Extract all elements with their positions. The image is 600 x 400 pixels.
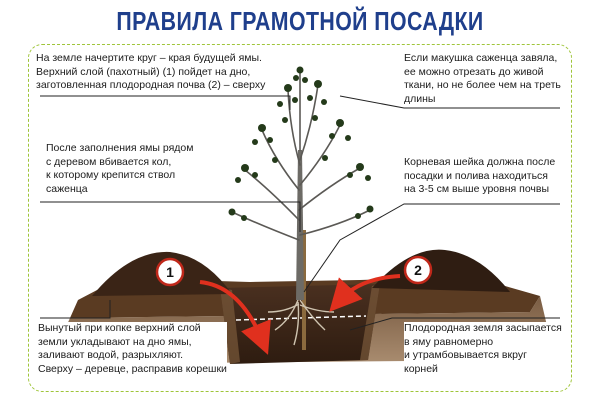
leader-middle-left	[40, 201, 301, 232]
marker-1-badge: 1	[155, 257, 185, 287]
note-line: После заполнения ямы рядом	[46, 142, 194, 154]
soil-pile-2	[372, 249, 510, 292]
leader-top-right	[339, 95, 560, 109]
leader-top-left	[40, 95, 291, 110]
page-title: ПРАВИЛА ГРАМОТНОЙ ПОСАДКИ	[116, 6, 484, 36]
note-line: ее можно отрезать до живой	[404, 65, 544, 78]
note-line: заготовленная плодородная почва (2) – св…	[36, 79, 266, 91]
tree-branches	[231, 69, 371, 241]
note-line: Плодородная земля засыпается	[404, 322, 562, 334]
support-stake	[302, 230, 306, 350]
note-line: длины	[404, 92, 436, 105]
dashed-frame	[28, 44, 572, 392]
tree-roots	[267, 299, 335, 346]
note-bottom-left: Вынутый при копке верхний слой земли укл…	[38, 322, 227, 376]
note-line: в яму равномерно	[404, 335, 494, 348]
note-line: ткани, но не более чем на треть	[404, 79, 561, 91]
note-line: Сверху – деревце, расправив корешки	[38, 362, 227, 375]
note-line: саженца	[46, 182, 88, 195]
tree-leaves	[228, 66, 374, 221]
arrow-pile-2	[329, 274, 401, 312]
note-line: корней	[404, 362, 438, 375]
note-middle-right: Корневая шейка должна после посадки и по…	[404, 156, 556, 197]
soil-level-line	[235, 315, 367, 321]
note-middle-left: После заполнения ямы рядом с деревом вби…	[46, 142, 194, 196]
note-line: На земле начертите круг – края будущей я…	[36, 52, 262, 64]
note-bottom-right: Плодородная земля засыпается в яму равно…	[404, 322, 562, 376]
note-line: Вынутый при копке верхний слой	[38, 322, 201, 334]
note-line: с деревом вбивается кол,	[46, 155, 172, 168]
marker-2-label: 2	[414, 262, 422, 278]
note-line: заливают водой, разрыхляют.	[38, 349, 184, 361]
note-line: земли укладывают на дно ямы,	[38, 335, 192, 348]
marker-2-badge: 2	[403, 255, 433, 285]
arrow-pile-1	[199, 280, 271, 355]
marker-1-label: 1	[166, 264, 174, 280]
note-line: к которому крепится ствол	[46, 169, 176, 181]
note-top-left: На земле начертите круг – края будущей я…	[36, 52, 266, 93]
leader-bottom-left	[40, 300, 111, 319]
note-line: Если макушка саженца завяла,	[404, 52, 558, 64]
note-line: посадки и полива находиться	[404, 169, 548, 182]
note-line: на 3-5 см выше уровня почвы	[404, 183, 550, 195]
note-line: Корневая шейка должна после	[404, 156, 556, 168]
note-top-right: Если макушка саженца завяла, ее можно от…	[404, 52, 561, 106]
note-line: и утрамбовывается вкруг	[404, 349, 527, 361]
leader-lines	[40, 95, 560, 331]
leader-bottom-right	[349, 317, 560, 331]
note-line: Верхний слой (пахотный) (1) пойдет на дн…	[36, 65, 251, 78]
leader-middle-right	[303, 203, 560, 293]
